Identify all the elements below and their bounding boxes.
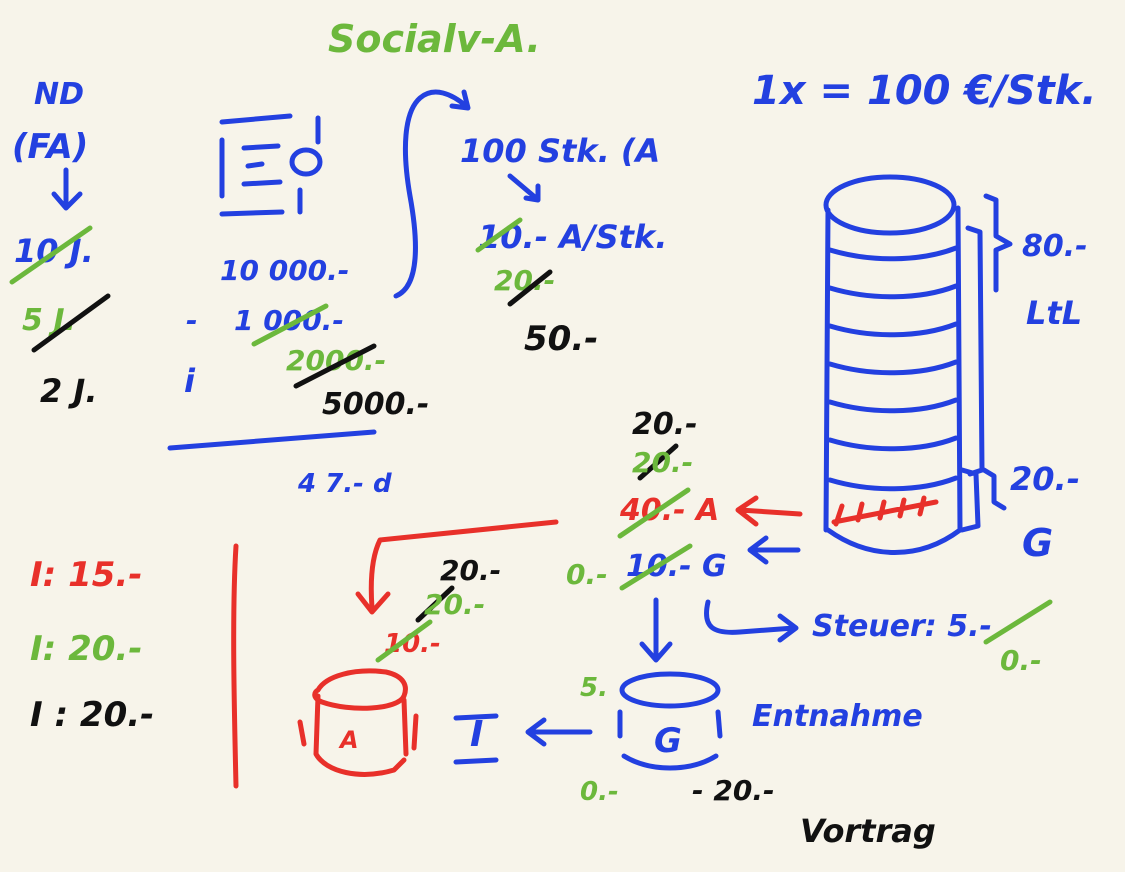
brace-20-icon [959, 467, 1007, 533]
strike-flow-red [617, 487, 691, 539]
rate-text: 1x = 100 €/Stk. [752, 68, 1097, 114]
i-value-green: I: 20.- [30, 629, 142, 669]
tower-label-g: G [1022, 521, 1053, 565]
a-box-letter: A [338, 726, 359, 754]
tower-icon [823, 174, 963, 555]
balance-result: 4 7.- d [297, 469, 392, 499]
strike-bottom-red [375, 619, 433, 663]
i-value-black: I : 20.- [30, 695, 154, 735]
bottom-green-0: 0.- [580, 777, 619, 807]
balance-i-label: i [184, 362, 196, 400]
vortrag-label: Vortrag [800, 812, 936, 850]
red-curve-arrow-icon [355, 519, 559, 615]
left-arrow-i-icon [525, 717, 593, 747]
down-arrow-g-icon [639, 597, 673, 663]
nd-label: ND [34, 77, 84, 112]
strike-per-share [475, 217, 523, 253]
down-right-arrow-icon [507, 173, 541, 203]
i-box-bars [453, 713, 499, 765]
tower-label-ltl: LtL [1026, 294, 1082, 332]
strike-balance-2 [251, 303, 329, 347]
i-value-red: I: 15.- [30, 555, 142, 595]
balance-minus: - [186, 304, 198, 337]
strike-steuer [983, 599, 1053, 645]
strike-flow-blue [619, 543, 693, 591]
bottom-green-5: 5. [580, 673, 608, 703]
shares-black-50: 50.- [524, 319, 598, 359]
red-divider-line [231, 543, 239, 789]
flow-black-20: 20.- [632, 407, 698, 442]
balance-value-2: 1 000.- [234, 304, 344, 337]
nd-5-years: 5 J. [22, 303, 76, 338]
steuer-green-0: 0.- [1000, 644, 1042, 677]
g-barrel-letter: G [654, 721, 682, 761]
flow-green-0: 0.- [566, 558, 608, 591]
tower-label-80: 80.- [1022, 229, 1088, 264]
strike-nd-10 [9, 225, 93, 285]
fa-label: (FA) [12, 127, 88, 167]
title-text: Socialv-A. [328, 17, 541, 61]
balance-value-1: 10 000.- [220, 254, 349, 287]
down-arrow-icon [51, 167, 83, 211]
balance-value-4: 5000.- [322, 387, 429, 422]
bottom-black-20: 20.- [440, 554, 501, 587]
bottom-green-20: 20.- [424, 588, 485, 621]
flow-red-a: 40.- A [619, 493, 719, 528]
brace-80-icon [965, 193, 1013, 477]
shares-count: 100 Stk. (A [460, 132, 660, 170]
strike-flow-black [637, 443, 679, 481]
strike-shares-20 [507, 269, 553, 307]
strike-bottom-black [415, 585, 455, 623]
balance-underline [167, 429, 377, 451]
left-arrow-blue-icon [747, 535, 801, 565]
steuer-arrow-icon [704, 599, 799, 643]
register-icon [219, 113, 323, 217]
bottom-black-minus20: - 20.- [692, 774, 775, 807]
a-box-icon [297, 668, 419, 777]
entnahme-label: Entnahme [752, 699, 923, 734]
flow-green-20: 20.- [632, 446, 693, 479]
shares-per-share: 10.- A/Stk. [478, 218, 667, 256]
strike-nd-5 [31, 293, 111, 353]
brace-arrow-icon [393, 89, 471, 299]
tower-label-20: 20.- [1010, 460, 1080, 498]
strike-balance-3 [293, 343, 377, 389]
i-box-letter: I [470, 714, 483, 755]
steuer-label: Steuer: 5.- [812, 609, 992, 644]
nd-2-years: 2 J. [40, 372, 97, 410]
g-barrel-icon [617, 671, 723, 771]
left-arrow-red-icon [735, 495, 803, 527]
